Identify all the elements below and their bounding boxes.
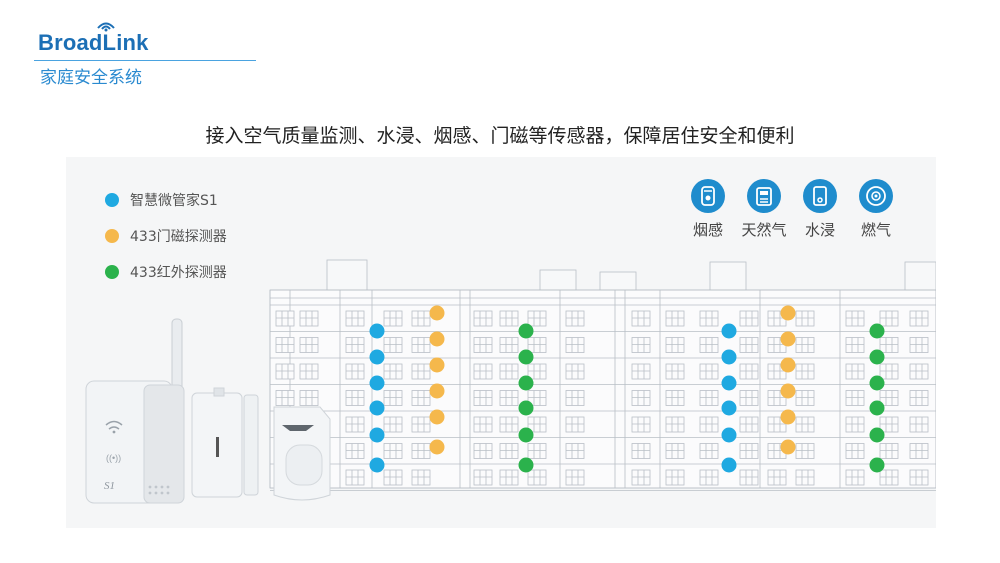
system-subtitle: 家庭安全系统 (40, 68, 142, 88)
smart-devices: ((•)) S1 (85, 318, 331, 504)
sensor-location-dot (518, 375, 534, 391)
legend-item-s1: 智慧微管家S1 (105, 190, 218, 210)
sensor-location-dot (429, 331, 445, 347)
legend-label: 智慧微管家S1 (130, 193, 218, 209)
sensor-location-dot (721, 400, 737, 416)
illustration-panel: 智慧微管家S1 433门磁探测器 433红外探测器 烟感 天然气 (66, 157, 936, 528)
sensor-location-dot (869, 375, 885, 391)
sensor-location-dot (869, 427, 885, 443)
gas-alarm-icon (859, 179, 893, 213)
legend-label: 433红外探测器 (130, 265, 227, 281)
sensor-location-dot (721, 427, 737, 443)
sensor-location-dot (869, 457, 885, 473)
sensor-location-dot (518, 400, 534, 416)
sensor-location-dot (869, 400, 885, 416)
sensor-location-dot (780, 383, 796, 399)
sensor-location-dot (869, 349, 885, 365)
door-sensor-device (191, 387, 259, 498)
sensor-location-dot (780, 331, 796, 347)
sensor-location-dot (518, 349, 534, 365)
sensor-location-dot (429, 383, 445, 399)
smoke-detector-icon (691, 179, 725, 213)
legend-item-ir-sensor: 433红外探测器 (105, 262, 227, 282)
sensor-location-dot (369, 375, 385, 391)
device-label: S1 (104, 480, 115, 492)
sensor-natural-gas: 天然气 (741, 179, 787, 240)
sensor-location-dot (780, 305, 796, 321)
sensor-location-dot (721, 323, 737, 339)
sensor-label: 天然气 (741, 221, 787, 239)
sensor-location-dot (721, 375, 737, 391)
sensor-location-dot (429, 439, 445, 455)
sensor-location-dot (369, 427, 385, 443)
sensor-location-dot (369, 349, 385, 365)
sensor-location-dot (369, 457, 385, 473)
logo-text: BroadLink (38, 30, 149, 55)
sensor-location-dot (869, 323, 885, 339)
legend-dot-blue (105, 193, 119, 207)
sensor-label: 燃气 (860, 221, 891, 239)
legend-label: 433门磁探测器 (130, 229, 227, 245)
gas-detector-icon (747, 179, 781, 213)
sensor-location-dot (721, 457, 737, 473)
sensor-location-dot (429, 357, 445, 373)
sensor-location-dot (518, 323, 534, 339)
sensor-location-dot (780, 409, 796, 425)
apartment-building (269, 259, 936, 491)
sensor-location-dot (369, 400, 385, 416)
sensor-label: 水浸 (804, 221, 835, 239)
sensor-label: 烟感 (692, 221, 723, 239)
header-divider (34, 60, 256, 61)
sensor-gas: 燃气 (854, 179, 898, 240)
logo-wifi-icon (97, 22, 115, 32)
sensor-location-dot (369, 323, 385, 339)
sensor-location-dot (429, 409, 445, 425)
sensor-location-dot (721, 349, 737, 365)
water-sensor-icon (803, 179, 837, 213)
page-title: 接入空气质量监测、水浸、烟感、门磁等传感器，保障居住安全和便利 (205, 125, 795, 147)
legend-dot-orange (105, 229, 119, 243)
broadlink-logo: BroadLink (38, 22, 149, 56)
legend-item-door-sensor: 433门磁探测器 (105, 226, 227, 246)
svg-text:((•)): ((•)) (106, 453, 121, 463)
sensor-smoke: 烟感 (686, 179, 730, 240)
sensor-location-dot (429, 305, 445, 321)
sensor-water: 水浸 (798, 179, 842, 240)
sensor-location-dot (780, 439, 796, 455)
sensor-location-dot (518, 427, 534, 443)
legend-dot-green (105, 265, 119, 279)
pir-sensor-device (273, 406, 331, 501)
sensor-location-dot (518, 457, 534, 473)
s1-hub-device: ((•)) (85, 380, 185, 504)
sensor-location-dot (780, 357, 796, 373)
